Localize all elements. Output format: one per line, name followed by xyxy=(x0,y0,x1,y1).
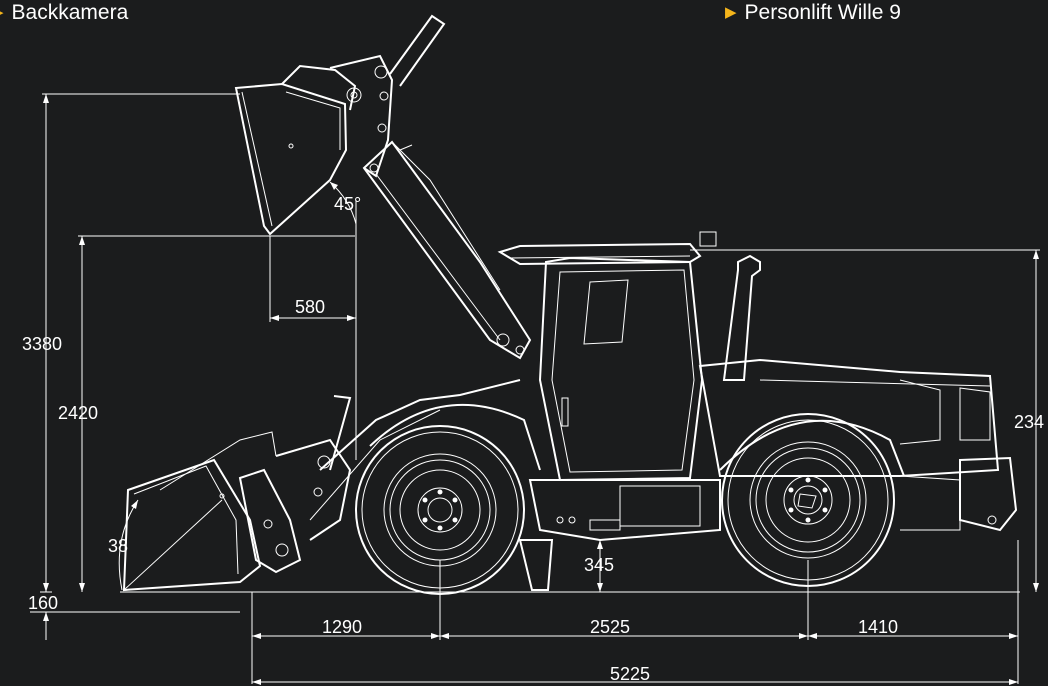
lowered-bucket xyxy=(122,379,521,592)
front-hitch xyxy=(518,519,621,591)
dim-1290-label: 1290 xyxy=(322,617,362,637)
tractor-body xyxy=(369,231,1018,542)
dim-38-label: 38 xyxy=(108,536,128,556)
front-wheel xyxy=(355,425,525,595)
dim-234-label: 234 xyxy=(1014,412,1044,432)
dim-160-label: 160 xyxy=(28,593,58,613)
dim-reach: 580 xyxy=(269,200,357,460)
dim-cab-height: 234 xyxy=(690,249,1044,592)
dim-2420-label: 2420 xyxy=(58,403,98,423)
dim-345-label: 345 xyxy=(584,555,614,575)
triangle-marker-icon: ▶ xyxy=(725,4,737,21)
dim-580-label: 580 xyxy=(295,297,325,317)
dim-dig-depth: 160 xyxy=(28,593,240,640)
lift-arm xyxy=(362,140,532,360)
dim-rollback-angle: 38 xyxy=(108,499,139,591)
rear-wheel xyxy=(721,413,895,587)
legend-personlift[interactable]: ▶ Personlift Wille 9 xyxy=(725,0,901,28)
dim-1410-label: 1410 xyxy=(858,617,898,637)
dim-ground-clearance: 345 xyxy=(584,540,614,592)
legend-personlift-label: Personlift Wille 9 xyxy=(744,1,901,24)
dim-max-pin-height: 2420 xyxy=(58,235,355,592)
dim-3380-label: 3380 xyxy=(22,334,62,354)
dim-5225-label: 5225 xyxy=(610,664,650,684)
dim-45-label: 45° xyxy=(334,194,361,214)
dim-bottom-lengths: 1290 2525 1410 5225 xyxy=(251,540,1019,685)
dim-max-bucket-height: 3380 xyxy=(22,93,240,593)
raised-bucket xyxy=(234,14,446,236)
legend-backkamera[interactable]: ▶ Backkamera xyxy=(0,0,128,28)
dim-dump-angle: 45° xyxy=(329,181,361,225)
dim-2525-label: 2525 xyxy=(590,617,630,637)
triangle-marker-icon: ▶ xyxy=(0,4,4,21)
legend-backkamera-label: Backkamera xyxy=(11,1,129,24)
